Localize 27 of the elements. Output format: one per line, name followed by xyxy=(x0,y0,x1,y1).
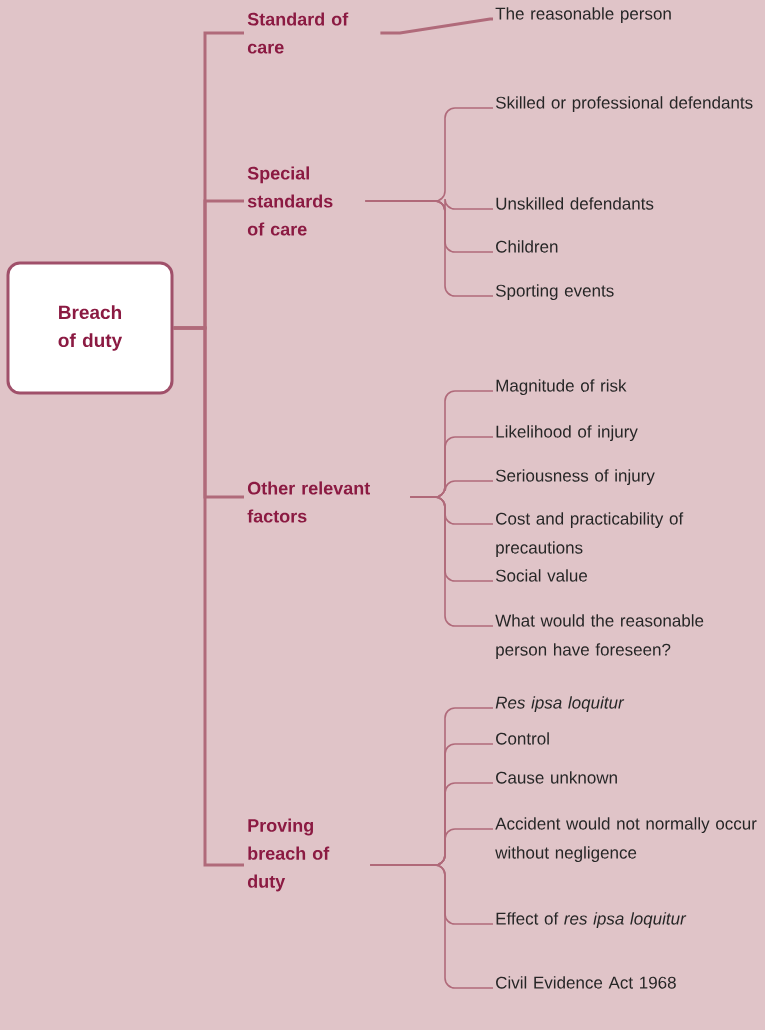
branch-heading: Special standards of care xyxy=(247,166,333,236)
leaf-text: Effect of res ipsa loquitur xyxy=(496,912,687,929)
leaf-text: Unskilled defendants xyxy=(496,197,654,210)
root-box: Breach of duty xyxy=(6,261,174,395)
leaf-text: What would the reasonable person have foreseen? xyxy=(495,614,704,660)
connector-line xyxy=(380,17,493,35)
leaf-text: Skilled or professional defendants xyxy=(495,96,753,113)
leaf-text: Control xyxy=(496,732,549,745)
leaf-text: Magnitude of risk xyxy=(496,379,627,396)
leaf-text: Res ipsa loquitur xyxy=(495,696,625,713)
leaf-text: Children xyxy=(496,240,558,253)
leaf-text: Seriousness of injury xyxy=(495,469,655,486)
branch-heading: Standard of care xyxy=(247,12,349,54)
connector-line xyxy=(409,496,494,627)
branch-heading: Other relevant factors xyxy=(247,481,370,523)
leaf-text: Likelihood of injury xyxy=(496,425,638,442)
connector-line xyxy=(173,326,244,867)
connector-line xyxy=(364,200,494,297)
branch-heading: Proving breach of duty xyxy=(247,818,330,892)
leaf-text: Cause unknown xyxy=(496,771,617,784)
leaf-text: Civil Evidence Act 1968 xyxy=(496,976,676,989)
leaf-text: Cost and practicability of precautions xyxy=(496,512,684,558)
connector-line xyxy=(369,864,494,989)
leaf-text: Sporting events xyxy=(495,284,614,301)
leaf-text: The reasonable person xyxy=(495,7,671,24)
leaf-text: Social value xyxy=(495,569,588,582)
leaf-text: Accident would not normally occur without negligence xyxy=(495,817,757,863)
